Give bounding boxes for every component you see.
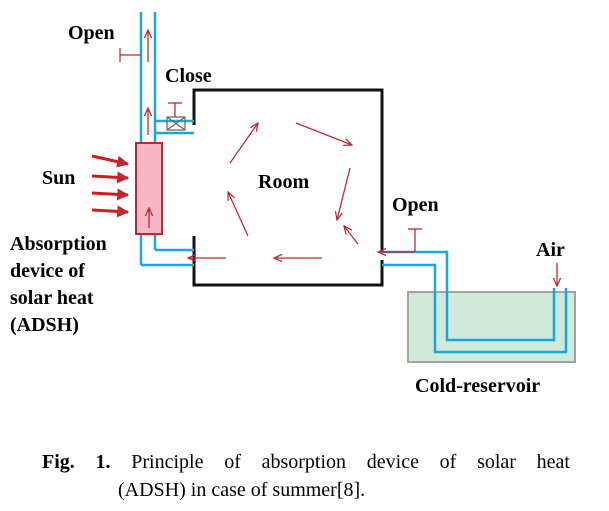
sun-label: Sun <box>42 167 76 189</box>
open-right-label: Open <box>392 194 439 216</box>
bottom-return-pipe <box>141 248 194 267</box>
air-label: Air <box>536 239 565 261</box>
adsh-label-line4: (ADSH) <box>10 314 79 336</box>
pipe-flow-arrows <box>148 30 557 286</box>
valve-open-right <box>408 228 422 252</box>
adsh-label-line2: device of <box>10 260 85 282</box>
room-label: Room <box>258 171 310 193</box>
caption-text-line1: Principle of absorption device of solar … <box>131 451 570 473</box>
adsh-diagram <box>91 12 576 363</box>
valve-close <box>166 102 186 131</box>
cold-reservoir-label: Cold-reservoir <box>415 375 541 397</box>
top-connector-pipe <box>155 119 194 135</box>
cold-reservoir-pipe <box>382 250 568 354</box>
adsh-label-line3: solar heat <box>10 287 94 309</box>
open-top-label: Open <box>68 22 115 44</box>
figure-caption: Fig. 1. Principle of absorption device o… <box>42 448 570 504</box>
room-circulation-arrows <box>228 123 359 258</box>
caption-line1: Fig. 1. Principle of absorption device o… <box>42 448 570 476</box>
adsh-label-line1: Absorption <box>10 233 107 255</box>
close-label: Close <box>165 65 212 87</box>
sun-rays <box>91 154 130 218</box>
valve-open-top <box>119 48 141 62</box>
caption-text-line2: (ADSH) in case of summer[8]. <box>118 479 366 501</box>
caption-tag: Fig. 1. <box>42 451 111 473</box>
